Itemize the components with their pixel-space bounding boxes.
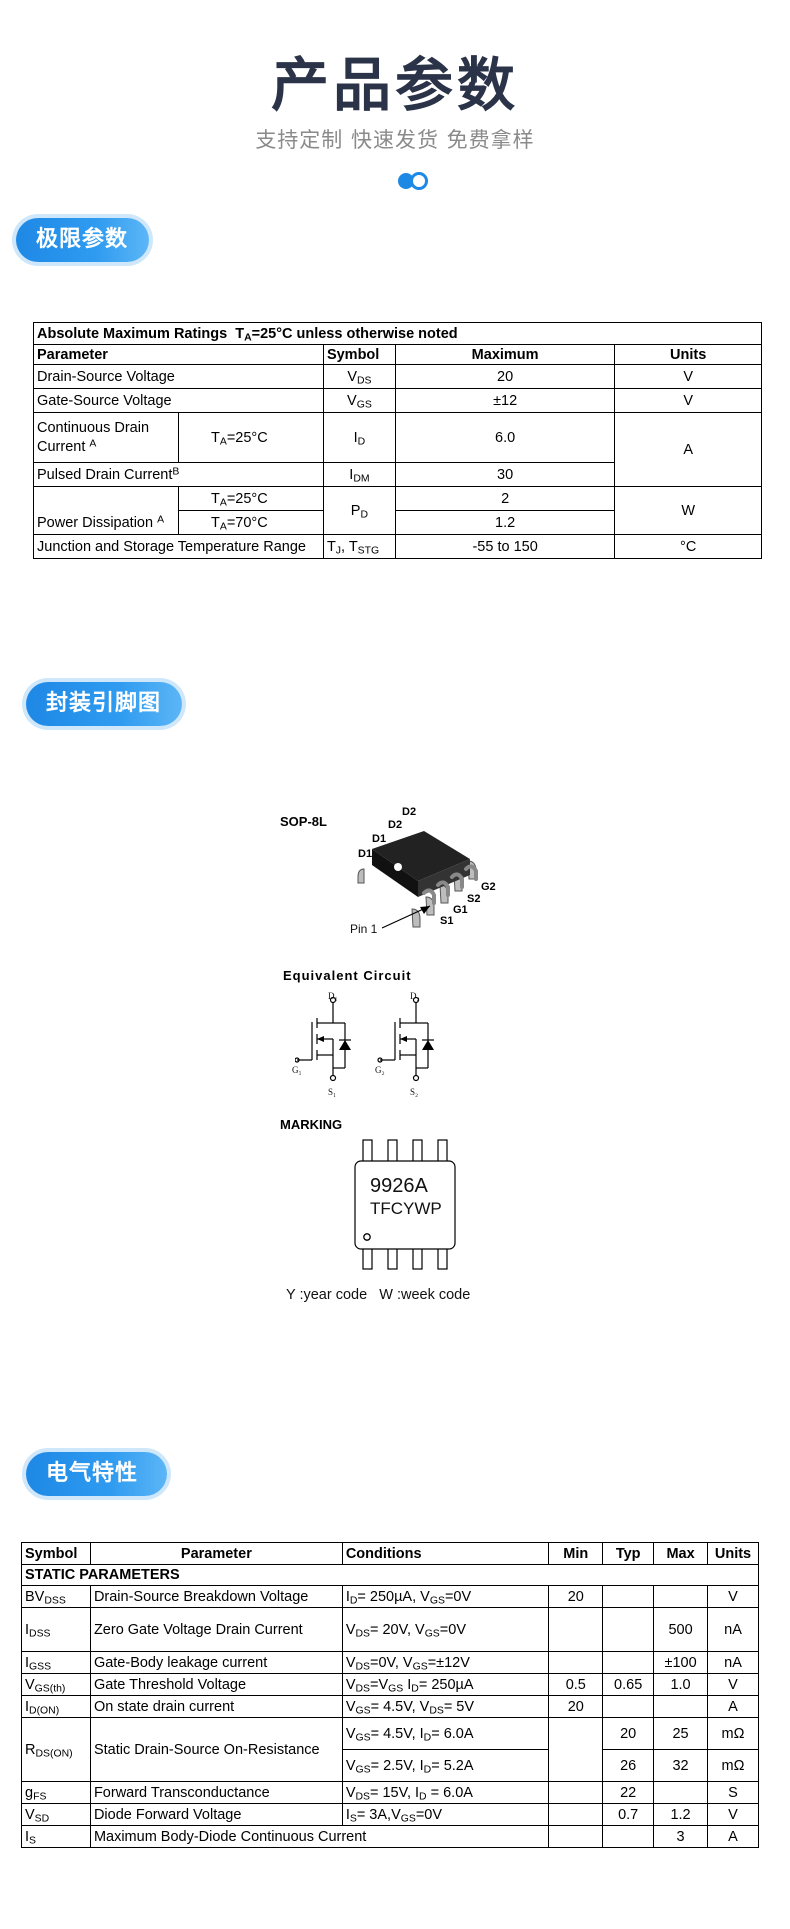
table-row: RDS(ON) Static Drain-Source On-Resistanc… [21,1717,759,1782]
marking-legend: Y :year code W :week code [286,1287,471,1303]
circuit-title: Equivalent Circuit [283,968,412,983]
table-header-row: Symbol Parameter Conditions Min Typ Max … [21,1542,759,1565]
decor-dots [398,172,432,190]
table-row: Pulsed Drain CurrentB IDM 30 [33,462,762,487]
circuit-label: S₂ [410,1087,419,1097]
table-row: Power Dissipation A TA=25°C PD 2 W [33,486,762,535]
table-row: IGSS Gate-Body leakage current VDS=0V, V… [21,1651,759,1674]
table-row: VGS= 2.5V, ID= 5.2A 26 32 mΩ [22,1749,759,1782]
pin-label: D1 [358,848,373,860]
circuit-label: D₂ [410,991,420,1001]
circuit-label: D₁ [328,991,338,1001]
circuit-label: G₁ [292,1065,302,1075]
pin-label: G2 [481,881,496,893]
page-subtitle: 支持定制 快速发货 免费拿样 [255,128,535,152]
table-row: TA=70°C 1.2 [34,510,762,535]
circuit-label: G₂ [375,1065,385,1075]
pin-label: D2 [388,819,403,831]
table-row: Drain-Source Voltage VDS 20 V [33,364,762,389]
electrical-characteristics-table: Symbol Parameter Conditions Min Typ Max … [21,1542,759,1848]
package-diagram: SOP-8L D2 D2 D1 D1 G2 S2 G1 S1 Pin 1 Equ… [270,805,530,1320]
pin-label: G1 [453,904,468,916]
table-header-row: Parameter Symbol Maximum Units [33,344,762,365]
amr-header: Absolute Maximum Ratings TA=25°C unless … [33,322,762,345]
table-row: IDSS Zero Gate Voltage Drain Current VDS… [21,1607,759,1652]
pin-label: S1 [440,915,454,927]
absolute-max-ratings-table: Absolute Maximum Ratings TA=25°C unless … [33,322,762,559]
table-row: Gate-Source Voltage VGS ±12 V [33,388,762,413]
page-title: 产品参数 [270,51,519,119]
marking-title: MARKING [280,1117,343,1132]
pin-label: S2 [467,893,481,905]
table-section-row: STATIC PARAMETERS [21,1564,759,1586]
table-row: Junction and Storage Temperature Range T… [33,534,762,559]
marking-trace-code: TFCYWP [370,1199,442,1218]
pin1-label: Pin 1 [350,922,378,936]
table-row: BVDSS Drain-Source Breakdown Voltage ID=… [21,1585,759,1608]
package-name: SOP-8L [280,814,327,829]
section-title-limits: 极限参数 [16,218,149,262]
table-row: IS Maximum Body-Diode Continuous Current… [21,1825,759,1848]
table-row: gFS Forward Transconductance VDS= 15V, I… [21,1781,759,1804]
marking-chip-image [354,1139,456,1270]
equivalent-circuit-diagram [295,996,434,1082]
table-row: VGS(th) Gate Threshold Voltage VDS=VGS I… [21,1673,759,1696]
circuit-label: S₁ [328,1087,337,1097]
sop8-chip-image [357,831,478,928]
table-row: ID(ON) On state drain current VGS= 4.5V,… [21,1695,759,1718]
pin1-arrow-icon [381,905,431,929]
section-title-package: 封装引脚图 [26,682,182,726]
table-row: VSD Diode Forward Voltage IS= 3A,VGS=0V … [21,1803,759,1826]
pin-label: D2 [402,806,417,818]
section-title-electrical: 电气特性 [26,1452,167,1496]
table-row: Continuous Drain Current A TA=25°C ID 6.… [33,412,762,487]
pin-label: D1 [372,833,387,845]
marking-code: 9926A [370,1175,428,1197]
